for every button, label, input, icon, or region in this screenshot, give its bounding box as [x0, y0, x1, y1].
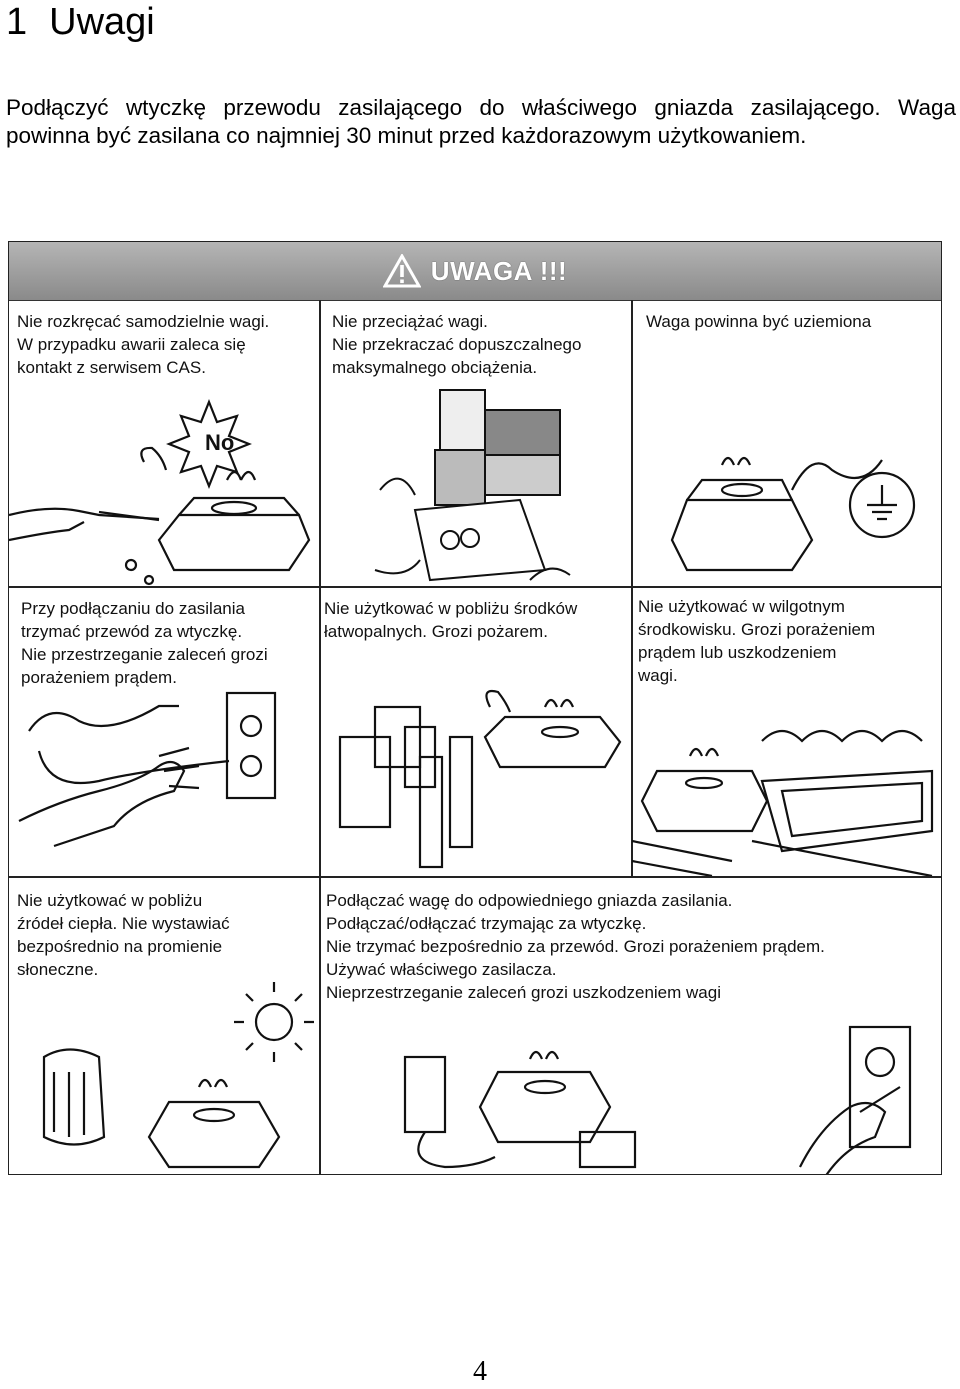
- cell-power-connection: Podłączać wagę do odpowiedniego gniazda …: [320, 877, 941, 1174]
- cell-text-line: Nieprzestrzeganie zaleceń grozi uszkodze…: [326, 983, 721, 1002]
- cell-text-line: źródeł ciepła. Nie wystawiać: [17, 914, 230, 933]
- cell-text-line: Nie użytkować w pobliżu: [17, 891, 203, 910]
- cell-text-line: Waga powinna być uziemiona: [646, 312, 872, 331]
- cell-text-line: Nie trzymać bezpośrednio za przewód. Gro…: [326, 937, 825, 956]
- flammable-containers-illustration: [338, 689, 622, 869]
- plug-socket-illustration: [18, 691, 277, 848]
- cell-text-line: Nie użytkować w pobliżu środków: [324, 599, 578, 618]
- cell-text-line: Podłączać wagę do odpowiedniego gniazda …: [326, 891, 733, 910]
- grid-divider-col1: [319, 300, 321, 1174]
- cell-text-line: łatwopalnych. Grozi pożarem.: [324, 622, 548, 641]
- warning-triangle-icon: [382, 254, 421, 288]
- page-number: 4: [473, 1356, 487, 1387]
- no-label: No: [205, 430, 234, 455]
- cell-text-line: Nie przeciążać wagi.: [332, 312, 488, 331]
- cell-text-line: Używać właściwego zasilacza.: [326, 960, 557, 979]
- banner-title: UWAGA !!!: [430, 255, 568, 286]
- section-number: 1: [6, 1, 28, 43]
- cell-grounding: Waga powinna być uziemiona: [632, 300, 941, 586]
- grid-divider-row2: [9, 876, 941, 878]
- cell-text-line: Nie rozkręcać samodzielnie wagi.: [17, 312, 270, 331]
- section-title: Uwagi: [49, 1, 155, 43]
- cell-text-line: prądem lub uszkodzeniem: [638, 643, 837, 662]
- cell-text-line: wagi.: [638, 666, 678, 685]
- cell-text-line: Podłączać/odłączać trzymając za wtyczkę.: [326, 914, 647, 933]
- grid-divider-row1: [9, 586, 941, 588]
- cell-text-line: Nie przekraczać dopuszczalnego: [332, 335, 582, 354]
- cell-text-line: Nie przestrzeganie zaleceń grozi: [21, 645, 268, 664]
- cell-text-line: porażeniem prądem.: [21, 668, 177, 687]
- section-heading: 1 Uwagi: [6, 0, 155, 44]
- scale-disassembly-illustration: No: [9, 399, 311, 586]
- warning-panel: UWAGA !!! Nie rozkręcać samodzielnie wag…: [8, 241, 942, 1175]
- grid-divider-col2: [631, 300, 633, 877]
- adapter-socket-illustration: [403, 1025, 912, 1174]
- overloaded-scale-illustration: [374, 389, 571, 582]
- cell-flammable: Nie użytkować w pobliżu środków łatwopal…: [320, 587, 631, 876]
- cell-text-line: kontakt z serwisem CAS.: [17, 358, 206, 377]
- cell-no-overload: Nie przeciążać wagi. Nie przekraczać dop…: [320, 300, 631, 586]
- intro-paragraph: Podłączyć wtyczkę przewodu zasilającego …: [6, 95, 956, 148]
- cell-no-disassembly: Nie rozkręcać samodzielnie wagi. W przyp…: [9, 300, 319, 586]
- cell-text-line: W przypadku awarii zaleca się: [17, 335, 246, 354]
- cell-text-line: bezpośrednio na promienie: [17, 937, 223, 956]
- cell-text-line: Nie użytkować w wilgotnym: [638, 597, 845, 616]
- cell-text-line: trzymać przewód za wtyczkę.: [21, 622, 243, 641]
- heater-sun-illustration: [42, 982, 314, 1169]
- cell-hold-plug: Przy podłączaniu do zasilania trzymać pr…: [9, 587, 319, 876]
- cell-text-line: maksymalnego obciążenia.: [332, 358, 538, 377]
- cell-text-line: Przy podłączaniu do zasilania: [21, 599, 245, 618]
- cell-heat-sources: Nie użytkować w pobliżu źródeł ciepła. N…: [9, 877, 319, 1174]
- warning-banner: UWAGA !!!: [9, 242, 941, 301]
- cell-text-line: słoneczne.: [17, 960, 99, 979]
- cell-humidity: Nie użytkować w wilgotnym środkowisku. G…: [632, 587, 941, 876]
- grounded-scale-illustration: [670, 456, 916, 572]
- bathroom-scale-illustration: [632, 729, 934, 876]
- cell-text-line: środkowisku. Grozi porażeniem: [638, 620, 876, 639]
